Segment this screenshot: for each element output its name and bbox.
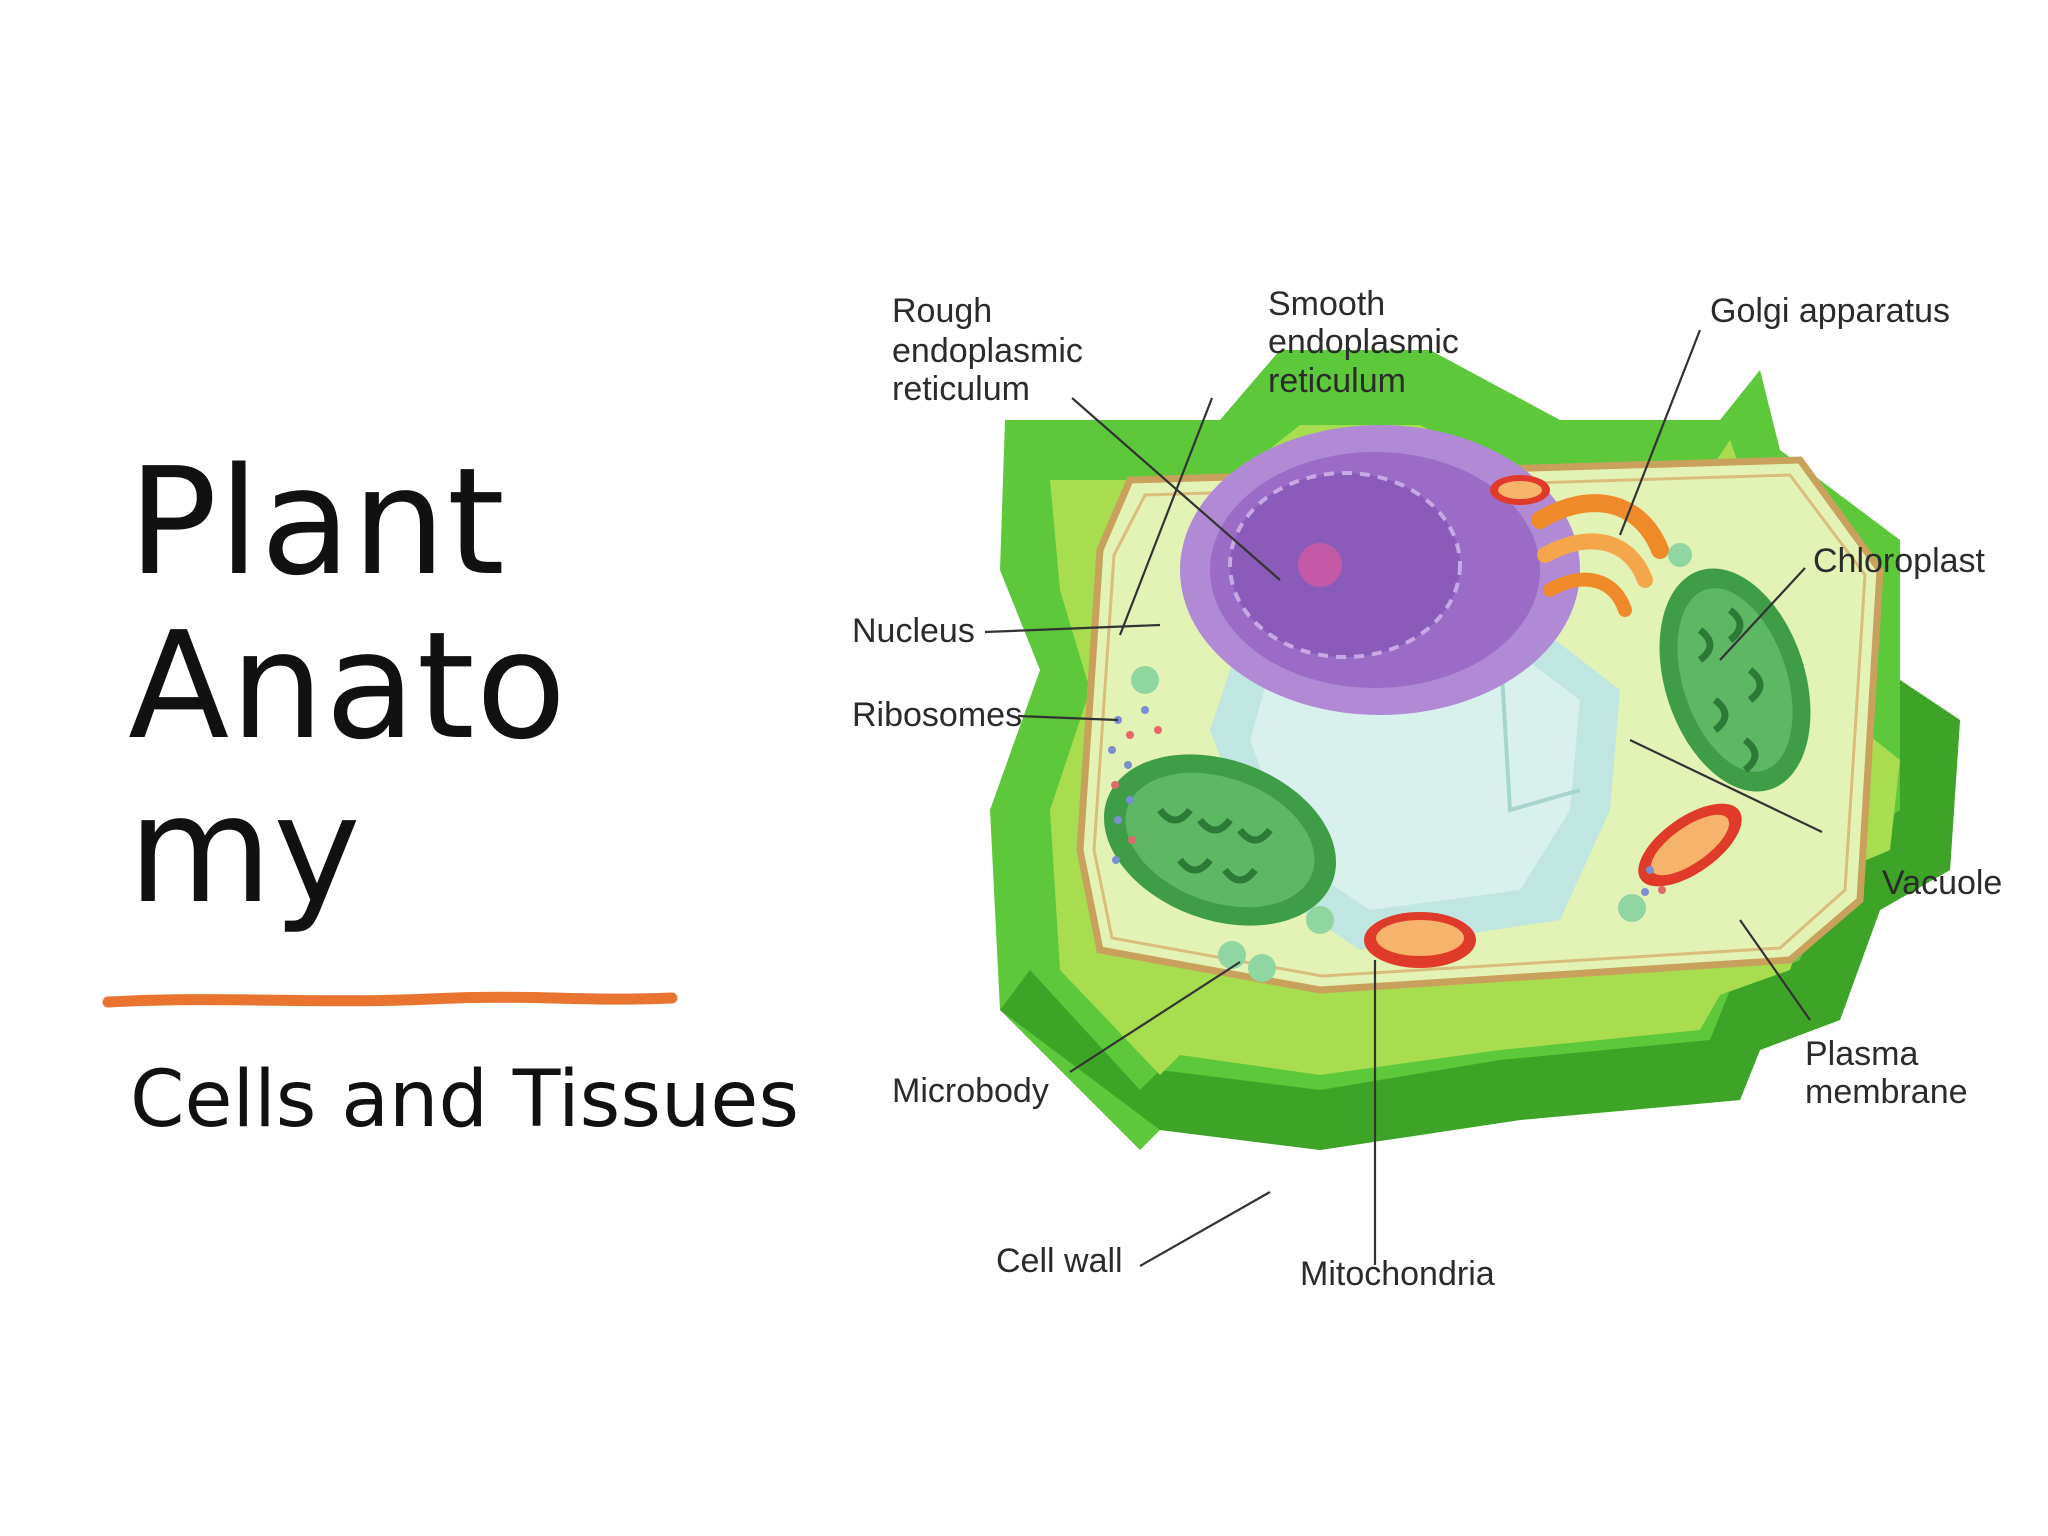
label-ribosomes: Ribosomes xyxy=(852,696,1022,734)
mitochondrion-right xyxy=(1638,803,1742,887)
label-nucleus: Nucleus xyxy=(852,612,975,650)
chloroplast-left xyxy=(1103,754,1337,926)
title-line-3: my xyxy=(128,764,362,936)
label-plasma-membrane: Plasma membrane xyxy=(1805,1035,1968,1111)
leader-lines xyxy=(984,329,1823,1267)
golgi-apparatus xyxy=(1531,494,1669,617)
title-line-1: Plant xyxy=(128,436,506,608)
label-cell-wall: Cell wall xyxy=(996,1242,1123,1280)
mitochondrion-bottom xyxy=(1364,912,1476,968)
cell-wall-shadow xyxy=(1000,680,1960,1150)
label-microbody: Microbody xyxy=(892,1072,1049,1110)
slide-subtitle: Cells and Tissues xyxy=(130,1055,800,1145)
cell-illustration xyxy=(990,350,1960,1150)
ribosomes xyxy=(1108,706,1666,896)
label-vacuole: Vacuole xyxy=(1882,864,2002,902)
mitochondrion-top xyxy=(1490,475,1550,505)
chloroplast-right xyxy=(1659,568,1811,792)
plant-cell-diagram: Rough endoplasmic reticulum Smooth endop… xyxy=(852,285,2002,1293)
label-golgi: Golgi apparatus xyxy=(1710,292,1950,330)
slide-title: Plant Anato my xyxy=(128,440,648,932)
label-smooth-er: Smooth endoplasmic reticulum xyxy=(1268,285,1468,400)
title-underline-accent xyxy=(102,991,678,1008)
label-mitochondria: Mitochondria xyxy=(1300,1255,1495,1293)
label-chloroplast: Chloroplast xyxy=(1813,542,1986,580)
label-rough-er: Rough endoplasmic reticulum xyxy=(892,292,1092,408)
title-line-2: Anato xyxy=(128,600,568,772)
diagram-labels: Rough endoplasmic reticulum Smooth endop… xyxy=(852,285,2002,1293)
